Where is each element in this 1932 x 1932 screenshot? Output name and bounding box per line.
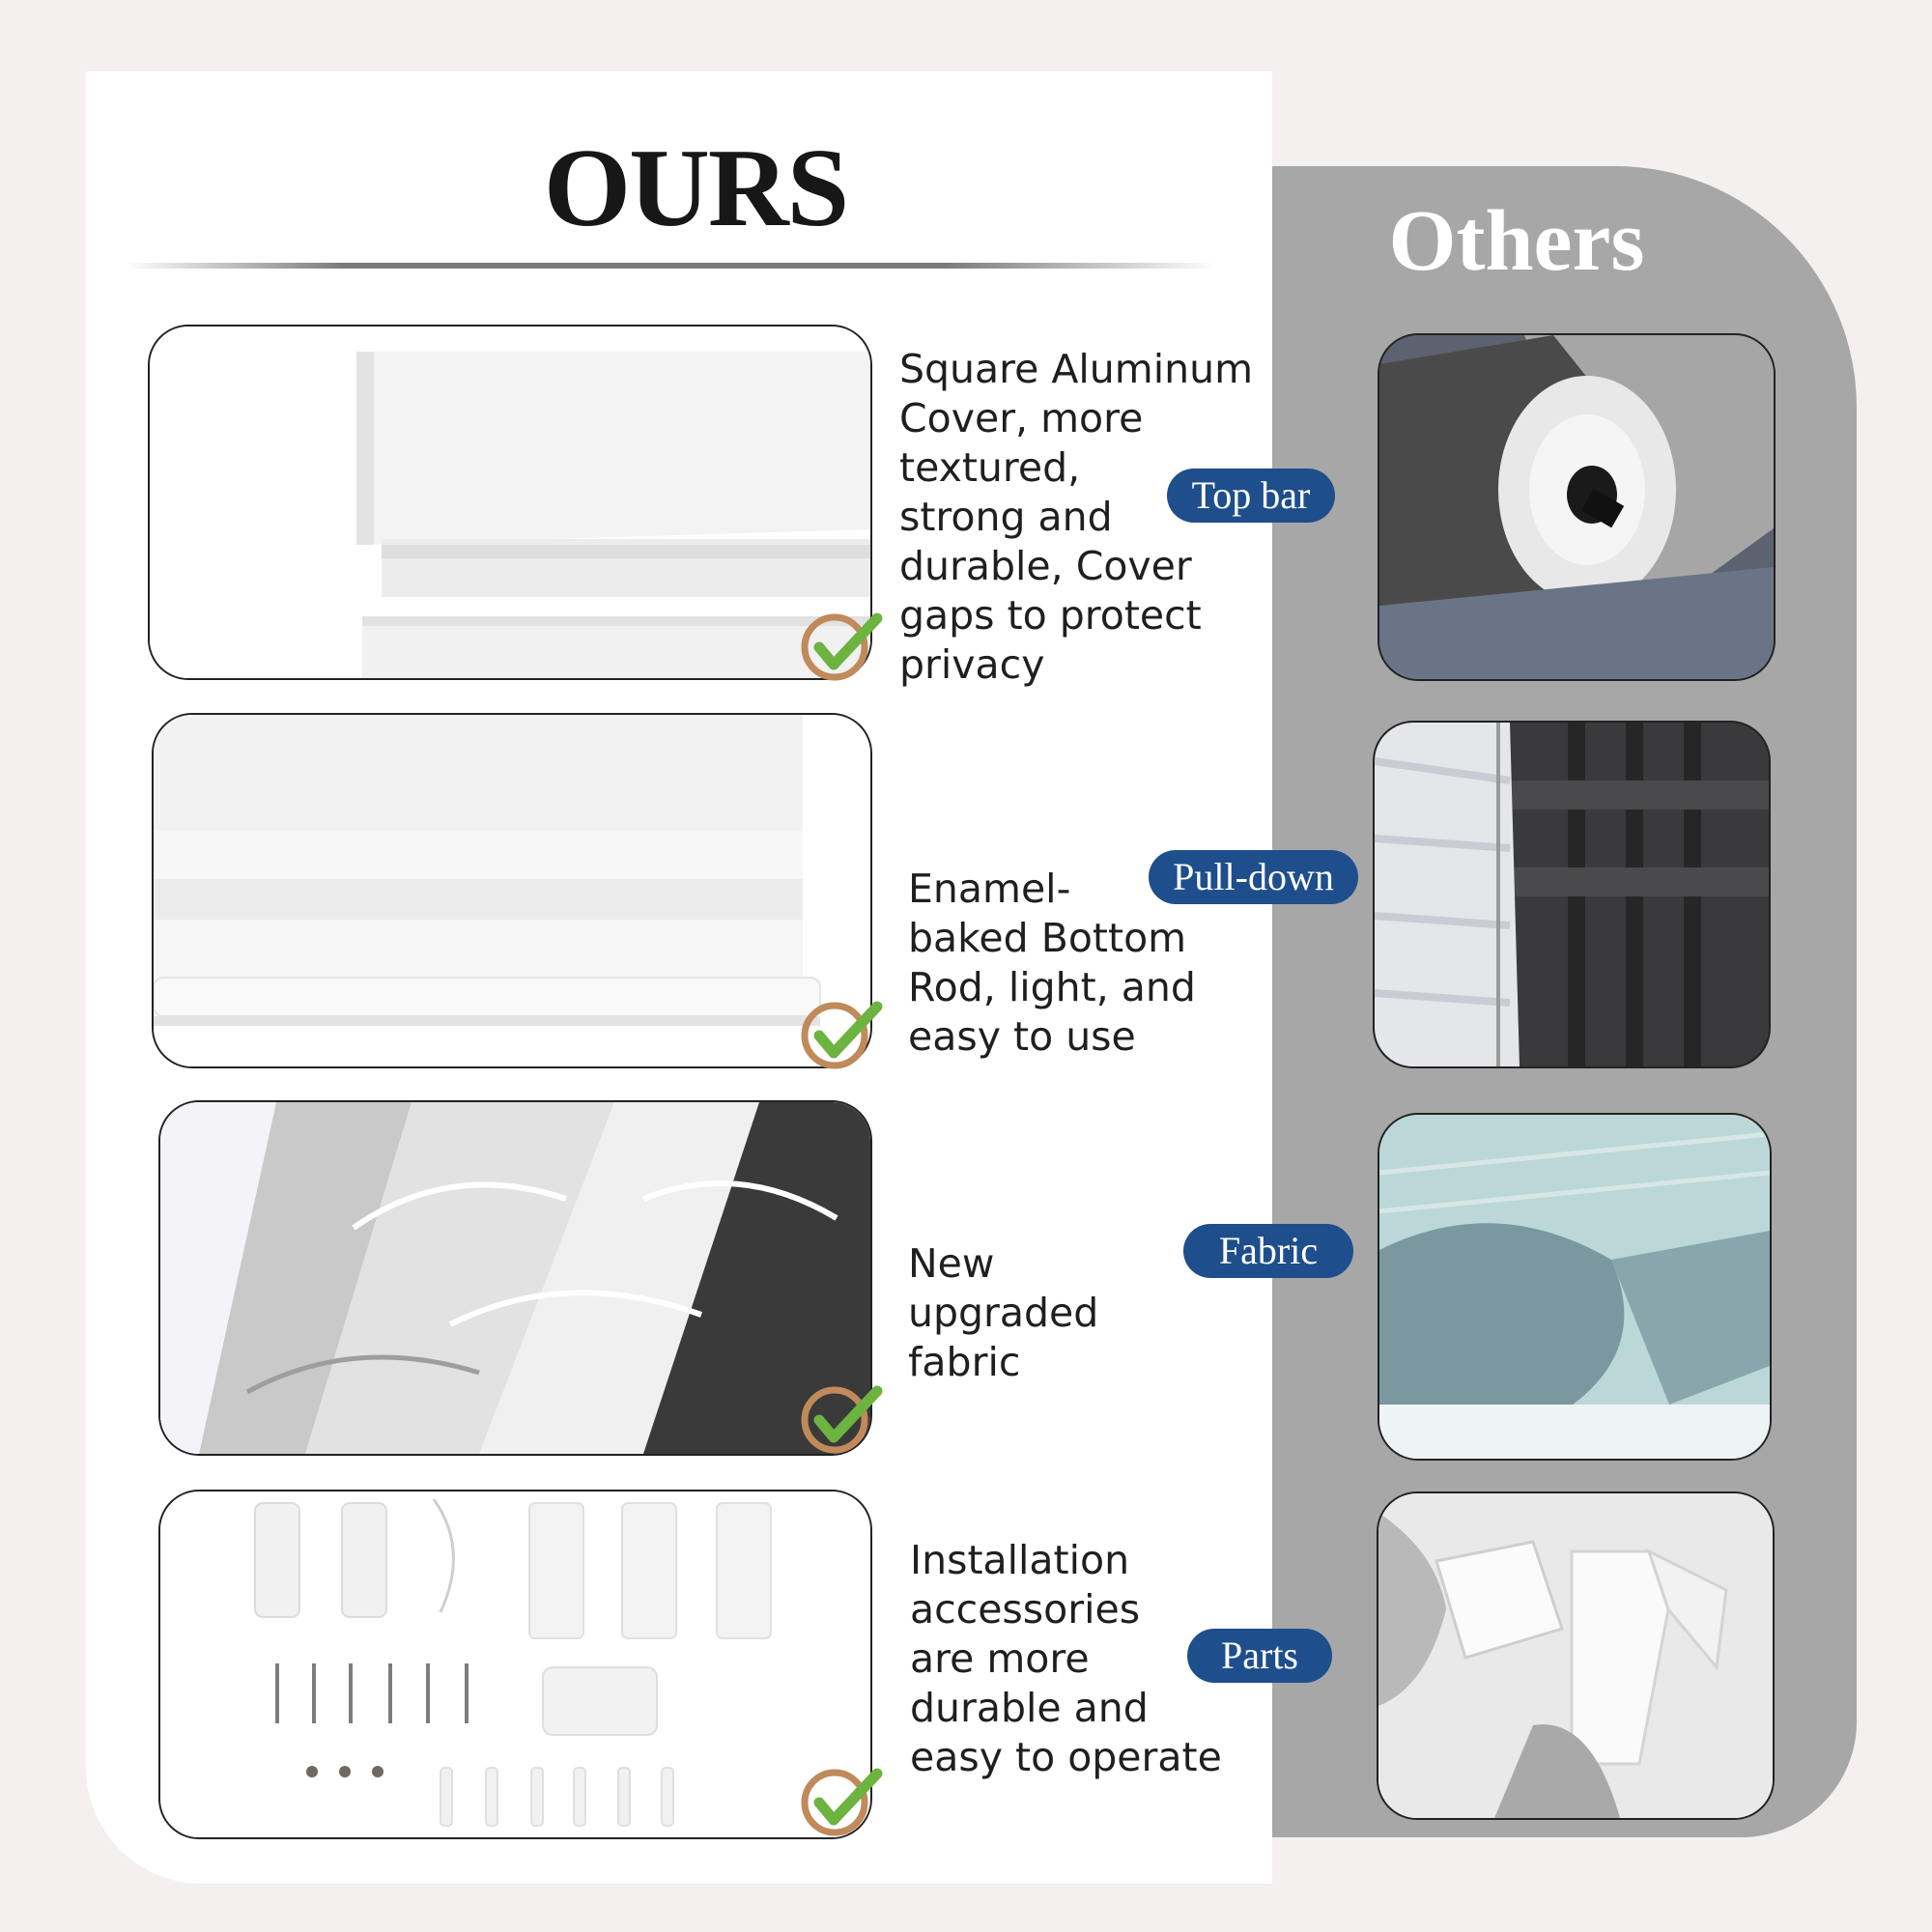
ours-parts-photo <box>158 1490 872 1839</box>
others-fabric-photo <box>1378 1113 1772 1461</box>
check-icon <box>801 1385 883 1454</box>
feature-tag: Parts <box>1187 1629 1332 1683</box>
feature-tag: Fabric <box>1183 1224 1353 1278</box>
feature-tag: Pull-down <box>1149 850 1358 904</box>
others-parts-photo <box>1377 1492 1775 1820</box>
others-top-bar-photo <box>1378 333 1776 681</box>
feature-description: Square Aluminum Cover, more textured, st… <box>899 346 1254 688</box>
check-icon <box>801 612 883 681</box>
ours-fabric-photo <box>158 1100 872 1456</box>
check-icon <box>801 1768 883 1836</box>
others-title: Others <box>1388 193 1645 289</box>
feature-description: Installation accessories are more durabl… <box>910 1537 1222 1780</box>
ours-top-bar-photo <box>148 325 872 680</box>
check-icon <box>801 1001 883 1069</box>
others-pull-down-photo <box>1373 721 1771 1068</box>
ours-divider <box>126 263 1217 269</box>
feature-tag: Top bar <box>1167 469 1335 523</box>
feature-description: New upgraded fabric <box>908 1240 1099 1385</box>
ours-title: OURS <box>543 127 849 250</box>
ours-pull-down-photo <box>152 713 872 1068</box>
feature-description: Enamel- baked Bottom Rod, light, and eas… <box>908 866 1196 1060</box>
